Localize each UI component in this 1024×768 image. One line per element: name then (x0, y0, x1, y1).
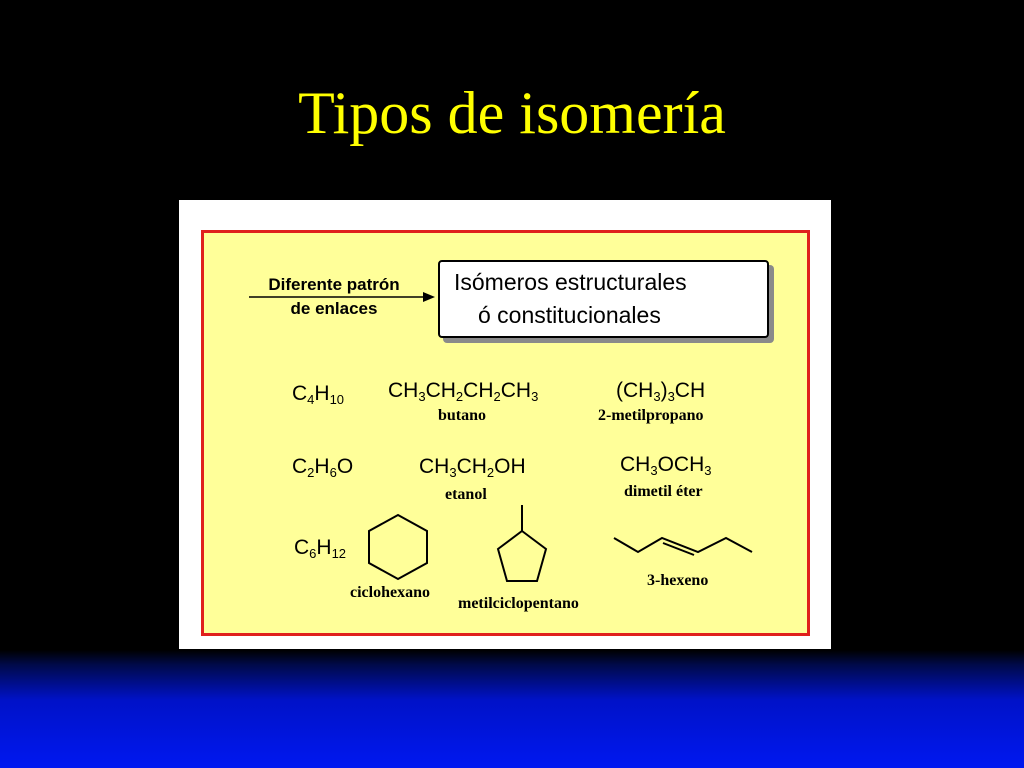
name-2-metilpropano: 2-metilpropano (598, 407, 704, 424)
cyclohexane-ring-icon (368, 513, 428, 581)
name-etanol: etanol (445, 486, 487, 503)
hexene-chain-icon (613, 536, 753, 556)
bond-pattern-label: Diferente patrón de enlaces (249, 273, 419, 321)
formula-butano: CH3CH2CH2CH3 (388, 379, 539, 404)
isomer-figure: Diferente patrón de enlaces Isómeros est… (179, 200, 831, 649)
name-butano: butano (438, 407, 487, 424)
structural-isomers-box: Isómeros estructurales ó constitucionale… (438, 260, 769, 338)
formula-etanol: CH3CH2OH (419, 455, 526, 480)
molecular-formula-c6h12: C6H12 (294, 536, 347, 561)
name-metilciclopentano: metilciclopentano (458, 595, 579, 612)
arrow-icon (249, 292, 435, 302)
methylcyclopentane-icon (496, 505, 548, 582)
formula-2-metilpropano: (CH3)3CH (616, 379, 706, 404)
bond-pattern-line-2: de enlaces (290, 299, 378, 318)
molecular-formula-c2h6o: C2H6O (292, 455, 354, 480)
slide-title: Tipos de isomería (298, 80, 726, 146)
result-box-line-2: ó constitucionales (478, 302, 661, 328)
result-box-line-1: Isómeros estructurales (454, 269, 687, 295)
formula-dimetil-eter: CH3OCH3 (620, 453, 712, 478)
name-ciclohexano: ciclohexano (350, 584, 430, 601)
bond-pattern-line-1: Diferente patrón (268, 275, 400, 294)
molecular-formula-c4h10: C4H10 (292, 382, 345, 407)
name-3-hexeno: 3-hexeno (647, 572, 709, 589)
name-dimetil-eter: dimetil éter (624, 483, 703, 500)
